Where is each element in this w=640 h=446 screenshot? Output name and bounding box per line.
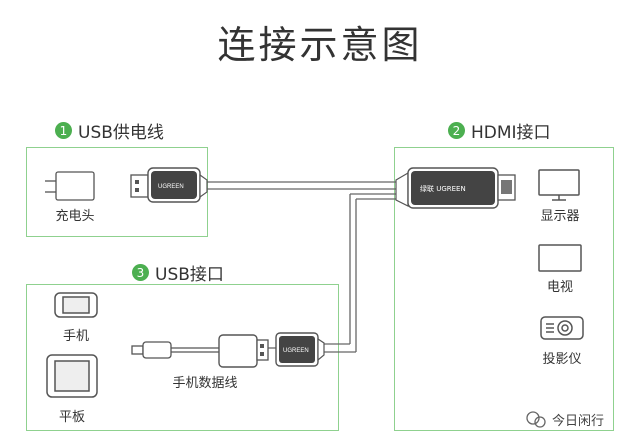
micro-usb-plug-icon [131, 341, 219, 359]
usb-power-plug-icon [130, 167, 208, 203]
watermark-text: 今日闲行 [552, 414, 605, 429]
section-number-3: 3 [132, 264, 149, 281]
section-usb-power: 1 USB供电线 [55, 118, 164, 143]
projector-label: 投影仪 [542, 352, 582, 367]
tablet-icon [46, 354, 98, 398]
section-number-2: 2 [448, 122, 465, 139]
usb-plug-brand-text: UGREEN [158, 184, 184, 190]
phone-label: 手机 [62, 329, 89, 344]
tv-icon [538, 244, 582, 272]
wechat-icon [526, 411, 546, 428]
cable-lines [207, 181, 402, 353]
adapter-brand-text: UGREEN [283, 348, 309, 354]
hdmi-box [394, 147, 614, 431]
section-label-usb-power: USB供电线 [78, 123, 164, 143]
section-usb: 3 USB接口 [132, 260, 224, 285]
display-icon [538, 169, 580, 201]
usb-box [26, 284, 339, 431]
phone-cable-usb-plug-icon [218, 334, 269, 368]
tablet-label: 平板 [58, 410, 85, 425]
phone-icon [54, 292, 98, 318]
charger-icon [45, 171, 95, 201]
phone-cable-label: 手机数据线 [172, 376, 238, 391]
section-label-usb: USB接口 [155, 265, 224, 285]
hdmi-brand-text: 绿联 UGREEN [420, 184, 466, 193]
hdmi-connector-icon [395, 167, 516, 209]
charger-label: 充电头 [55, 209, 95, 224]
usb-adapter-icon [275, 332, 325, 367]
section-label-hdmi: HDMI接口 [471, 123, 551, 143]
page-title: 连接示意图 [217, 23, 423, 67]
section-number-1: 1 [55, 122, 72, 139]
section-hdmi: 2 HDMI接口 [448, 118, 551, 143]
display-label: 显示器 [540, 209, 580, 224]
tv-label: 电视 [546, 280, 573, 295]
projector-icon [540, 316, 584, 340]
